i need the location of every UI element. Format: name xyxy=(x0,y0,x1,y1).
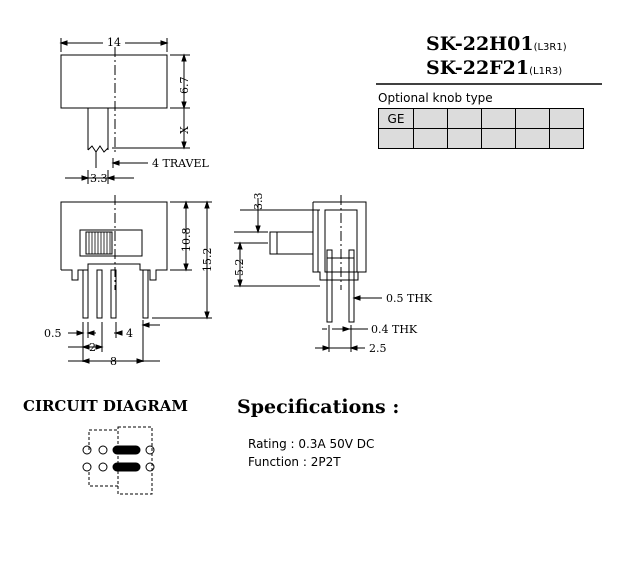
dim-front-total-height: 15.2 xyxy=(201,247,214,273)
dim-pin-span: 4 xyxy=(126,327,133,340)
knob-cell-7 xyxy=(378,128,414,149)
dim-travel: 4 TRAVEL xyxy=(152,157,209,170)
dim-side-thk2: 0.4 THK xyxy=(371,323,418,336)
model-name-1: SK-22H01(L3R1) xyxy=(426,33,567,55)
side-leg-left xyxy=(326,249,333,323)
dim-pin-total: 8 xyxy=(110,355,117,368)
front-slider-slot xyxy=(79,229,143,257)
knob-cell-12 xyxy=(549,128,584,149)
top-view-body xyxy=(60,54,168,109)
knob-cell-1: GE xyxy=(378,108,414,129)
dim-front-height: 10.8 xyxy=(180,227,193,253)
dim-top-height: 6.7 xyxy=(178,76,191,95)
dim-pin-width: 0.5 xyxy=(44,327,62,340)
dim-side-top: 3.3 xyxy=(252,192,265,211)
dim-side-height: 5.2 xyxy=(233,258,246,277)
spec-rating: Rating : 0.3A 50V DC xyxy=(248,437,375,451)
model-1-suffix: (L3R1) xyxy=(533,42,567,53)
knob-cell-9 xyxy=(447,128,482,149)
side-leg-right xyxy=(348,249,355,323)
spec-function: Function : 2P2T xyxy=(248,455,341,469)
front-pin-2 xyxy=(96,269,103,319)
circuit-diagram-title: CIRCUIT DIAGRAM xyxy=(23,397,189,415)
knob-stem-break xyxy=(87,145,109,153)
knob-cell-2 xyxy=(413,108,448,129)
dim-knob-offset: 3.3 xyxy=(90,172,108,185)
front-pin-1 xyxy=(82,269,89,319)
circuit-diagram xyxy=(82,426,155,495)
dim-side-pitch: 2.5 xyxy=(369,342,387,355)
model-2-name: SK-22F21 xyxy=(426,57,530,79)
side-view-body xyxy=(312,201,367,281)
knob-table: GE xyxy=(378,108,584,149)
knob-table-title: Optional knob type xyxy=(378,91,493,105)
model-1-name: SK-22H01 xyxy=(426,33,534,55)
dim-side-thk1: 0.5 THK xyxy=(386,292,433,305)
specifications-title: Specifications : xyxy=(237,396,400,418)
knob-cell-8 xyxy=(413,128,448,149)
knob-cell-6 xyxy=(549,108,584,129)
front-pin-3 xyxy=(110,269,117,319)
model-name-2: SK-22F21(L1R3) xyxy=(426,57,562,79)
knob-cell-3 xyxy=(447,108,482,129)
knob-cell-4 xyxy=(481,108,516,129)
dim-top-width: 14 xyxy=(107,36,121,49)
dim-pin-pitch: 2 xyxy=(89,341,96,354)
model-2-suffix: (L1R3) xyxy=(529,66,563,77)
knob-cell-11 xyxy=(515,128,550,149)
knob-cell-5 xyxy=(515,108,550,129)
side-view-knob xyxy=(269,231,314,255)
knob-cell-10 xyxy=(481,128,516,149)
front-knob xyxy=(85,231,113,255)
dim-knob-x: X xyxy=(178,126,191,134)
front-pin-4 xyxy=(142,269,149,319)
front-view-body xyxy=(60,201,168,281)
